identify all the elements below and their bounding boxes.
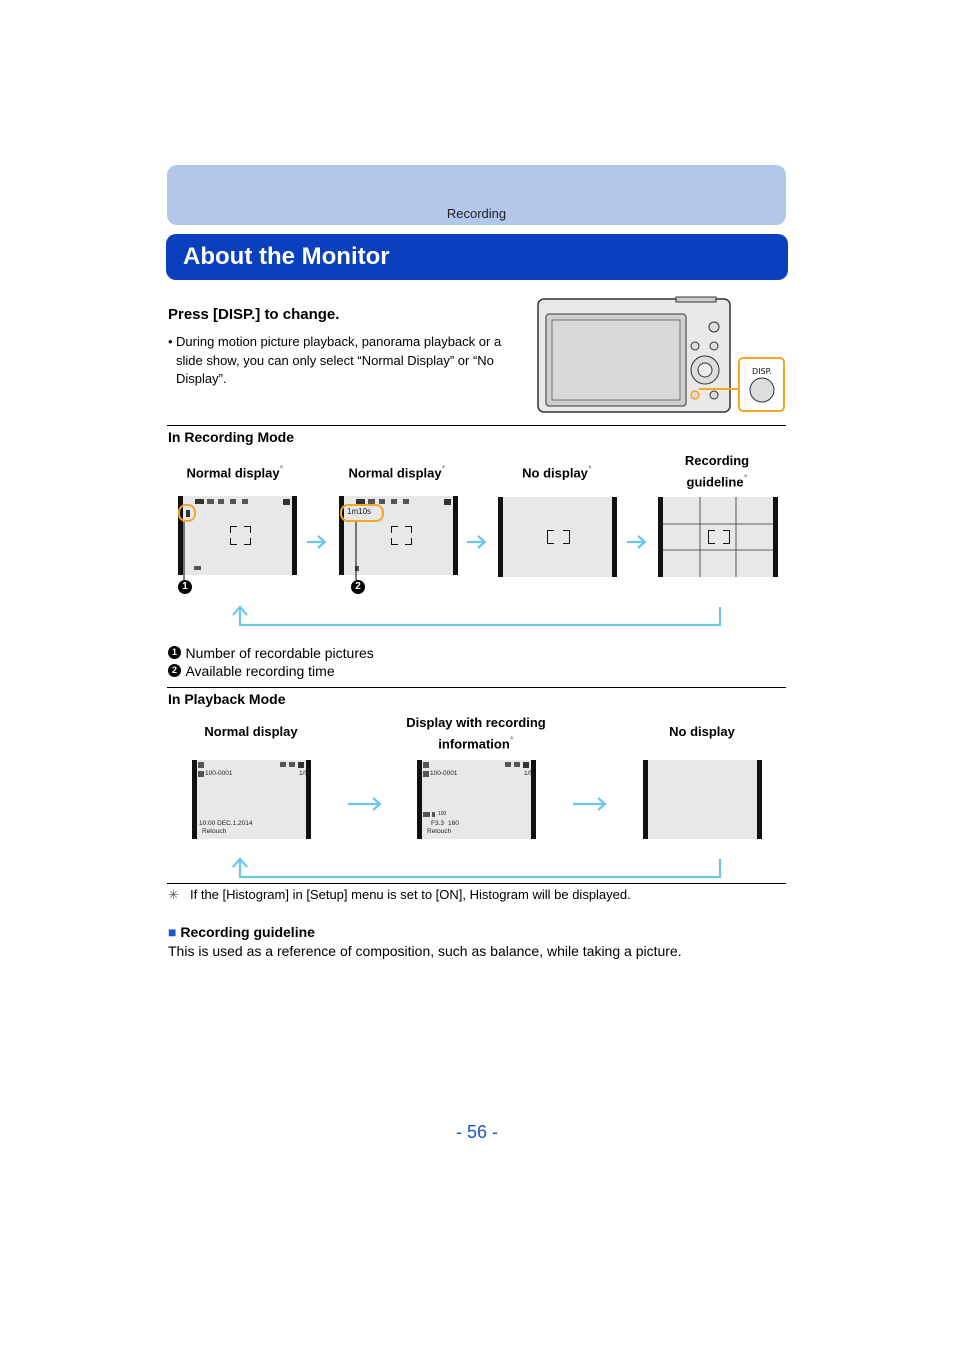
pb-caption-2-star: * [510, 735, 514, 746]
disp-button-label: DISP. [752, 367, 772, 376]
footnote-mark: ✳ [168, 887, 190, 903]
rec-caption-3-text: No display [522, 465, 588, 480]
focus-bracket [391, 538, 398, 545]
legend-marker-1: 1 [168, 646, 181, 659]
pb-caption-2-line1: Display with recording [386, 714, 566, 732]
pb-screen-with-info: 100-0001 1/5 100 F3.3 160 Retouch [417, 760, 536, 839]
arrow-right-icon [572, 796, 608, 812]
focus-bracket [708, 537, 715, 544]
bullet-dot: • [168, 333, 173, 352]
pb-screen-normal: 100-0001 1/5 10:00 DEC.1.2014 Retouch [192, 760, 311, 839]
playback-mode-heading: In Playback Mode [168, 691, 285, 707]
focus-bracket [230, 538, 237, 545]
aperture-value: F3.3 [431, 820, 444, 827]
arrow-right-icon [347, 796, 383, 812]
marker-2: 2 [351, 580, 365, 594]
loop-back-arrow-icon [230, 604, 724, 628]
legend-item-1: 1 Number of recordable pictures [168, 644, 374, 662]
rec-caption-4-line1: Recording [652, 452, 782, 470]
pb-caption-3: No display [637, 723, 767, 741]
rec-caption-2-text: Normal display [348, 465, 441, 480]
pb-caption-2-line2: information [438, 736, 510, 751]
recording-guideline-title: Recording guideline [180, 924, 315, 940]
focus-bracket [723, 530, 730, 537]
file-number: 100-0001 [430, 770, 457, 777]
rec-caption-3-star: * [588, 464, 592, 475]
square-bullet-icon: ■ [168, 924, 176, 940]
retouch-label: Retouch [202, 828, 226, 835]
legend-item-2: 2 Available recording time [168, 662, 335, 680]
highlight-recordable-pictures [178, 504, 196, 522]
press-bullet: • During motion picture playback, panora… [168, 333, 528, 389]
rec-caption-4-line2: guideline [687, 474, 744, 489]
divider [167, 687, 786, 688]
retouch-label: Retouch [427, 828, 451, 835]
recording-guideline-heading: ■ Recording guideline [168, 924, 315, 940]
footnote-text: If the [Histogram] in [Setup] menu is se… [190, 887, 631, 902]
callout-line-1 [178, 522, 190, 582]
recording-guideline-body: This is used as a reference of compositi… [168, 943, 682, 959]
pb-screen-no-display [643, 760, 762, 839]
rec-screen-guideline [658, 497, 778, 577]
focus-bracket [391, 526, 398, 533]
rec-caption-1-star: * [280, 464, 284, 475]
rec-caption-2-star: * [442, 464, 446, 475]
press-disp-heading: Press [DISP.] to change. [168, 306, 339, 323]
page-number: - 56 - [0, 1122, 954, 1143]
iso-value: 100 [438, 811, 446, 817]
date-time: 10:00 DEC.1.2014 [199, 820, 252, 827]
focus-bracket [244, 538, 251, 545]
footnote: ✳If the [Histogram] in [Setup] menu is s… [168, 887, 631, 903]
divider [167, 425, 786, 426]
pb-caption-1: Normal display [186, 723, 316, 741]
rec-screen-normal-1 [178, 496, 297, 575]
focus-bracket [547, 537, 554, 544]
camera-back-illustration: DISP. [536, 296, 788, 416]
frame-count: 1/5 [299, 770, 308, 777]
focus-bracket [563, 530, 570, 537]
guideline-grid [663, 497, 773, 577]
rec-caption-4-star: * [744, 473, 748, 484]
pb-caption-2: Display with recording information* [386, 714, 566, 753]
focus-bracket [723, 537, 730, 544]
loop-back-arrow-icon [230, 856, 724, 880]
section-label: Recording [167, 206, 786, 221]
focus-bracket [708, 530, 715, 537]
marker-1: 1 [178, 580, 192, 594]
rec-screen-no-display [498, 497, 617, 577]
arrow-right-icon [626, 534, 648, 550]
focus-bracket [563, 537, 570, 544]
shutter-value: 160 [448, 820, 459, 827]
rec-caption-4: Recording guideline* [652, 452, 782, 491]
frame-count: 1/5 [524, 770, 533, 777]
rec-caption-1-text: Normal display [186, 465, 279, 480]
recording-mode-heading: In Recording Mode [168, 429, 294, 445]
focus-bracket [405, 526, 412, 533]
focus-bracket [244, 526, 251, 533]
rec-caption-2: Normal display* [332, 461, 462, 482]
bullet-text: During motion picture playback, panorama… [168, 333, 528, 389]
focus-bracket [405, 538, 412, 545]
legend-text-2: Available recording time [185, 663, 334, 679]
callout-line-2 [350, 522, 362, 582]
rec-time: 1m10s [347, 507, 371, 516]
divider [167, 883, 786, 884]
legend-marker-2: 2 [168, 664, 181, 677]
rec-caption-1: Normal display* [170, 461, 300, 482]
arrow-right-icon [466, 534, 488, 550]
arrow-right-icon [306, 534, 328, 550]
legend-text-1: Number of recordable pictures [185, 645, 373, 661]
rec-caption-3: No display* [492, 461, 622, 482]
status-icons [183, 496, 292, 575]
focus-bracket [230, 526, 237, 533]
file-number: 100-0001 [205, 770, 232, 777]
page-title: About the Monitor [183, 243, 390, 271]
focus-bracket [547, 530, 554, 537]
